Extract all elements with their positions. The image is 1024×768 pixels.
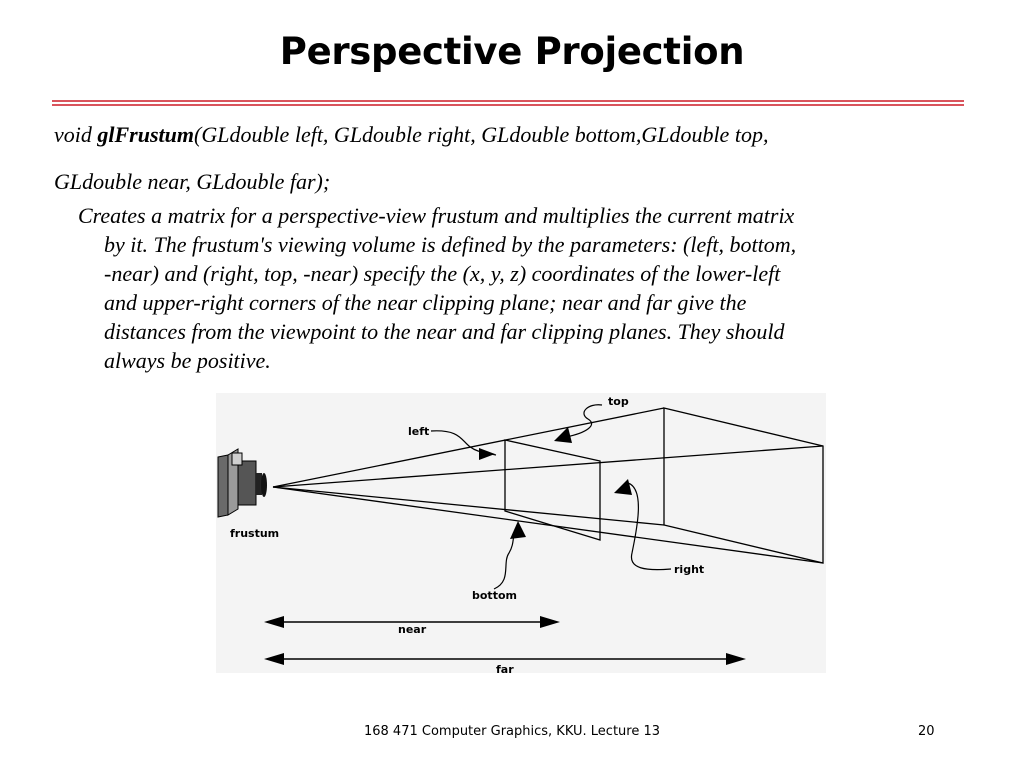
frustum-edges	[272, 407, 824, 564]
function-signature-line-2: GLdouble near, GLdouble far);	[54, 169, 331, 194]
bottom-arrowhead	[510, 521, 526, 539]
signature-params-1: (GLdouble left, GLdouble right, GLdouble…	[194, 122, 769, 147]
title-divider-top	[52, 100, 964, 102]
function-name: glFrustum	[97, 122, 194, 147]
near-distance-arrow	[264, 616, 560, 628]
top-label: top	[608, 395, 629, 408]
description-line: and upper-right corners of the near clip…	[104, 290, 747, 315]
annotation-arrowheads	[479, 427, 632, 539]
slide-title: Perspective Projection	[279, 30, 745, 73]
description-line: Creates a matrix for a perspective-view …	[78, 203, 795, 228]
far-label: far	[496, 663, 514, 673]
right-label: right	[674, 563, 704, 576]
left-arrowhead	[479, 448, 495, 460]
right-arrowhead	[614, 479, 632, 495]
frustum-label: frustum	[230, 527, 279, 540]
description-line: distances from the viewpoint to the near…	[104, 319, 785, 344]
page-number: 20	[918, 724, 935, 739]
function-description: Creates a matrix for a perspective-view …	[78, 201, 958, 375]
footer-course-info: 168 471 Computer Graphics, KKU. Lecture …	[363, 724, 661, 739]
function-signature-line-1: void glFrustum(GLdouble left, GLdouble r…	[54, 122, 768, 148]
far-distance-arrow	[264, 653, 746, 665]
signature-prefix: void	[54, 122, 98, 147]
left-label: left	[408, 425, 429, 438]
camera-icon	[217, 448, 267, 518]
description-line: by it. The frustum's viewing volume is d…	[104, 232, 797, 257]
top-arrowhead	[554, 427, 572, 443]
title-divider-bottom	[52, 104, 964, 106]
description-line: -near) and (right, top, -near) specify t…	[104, 261, 781, 286]
bottom-label: bottom	[472, 589, 517, 602]
near-label: near	[398, 623, 427, 636]
description-line: always be positive.	[104, 348, 271, 373]
frustum-diagram: left top frustum right bottom near far	[216, 393, 826, 673]
